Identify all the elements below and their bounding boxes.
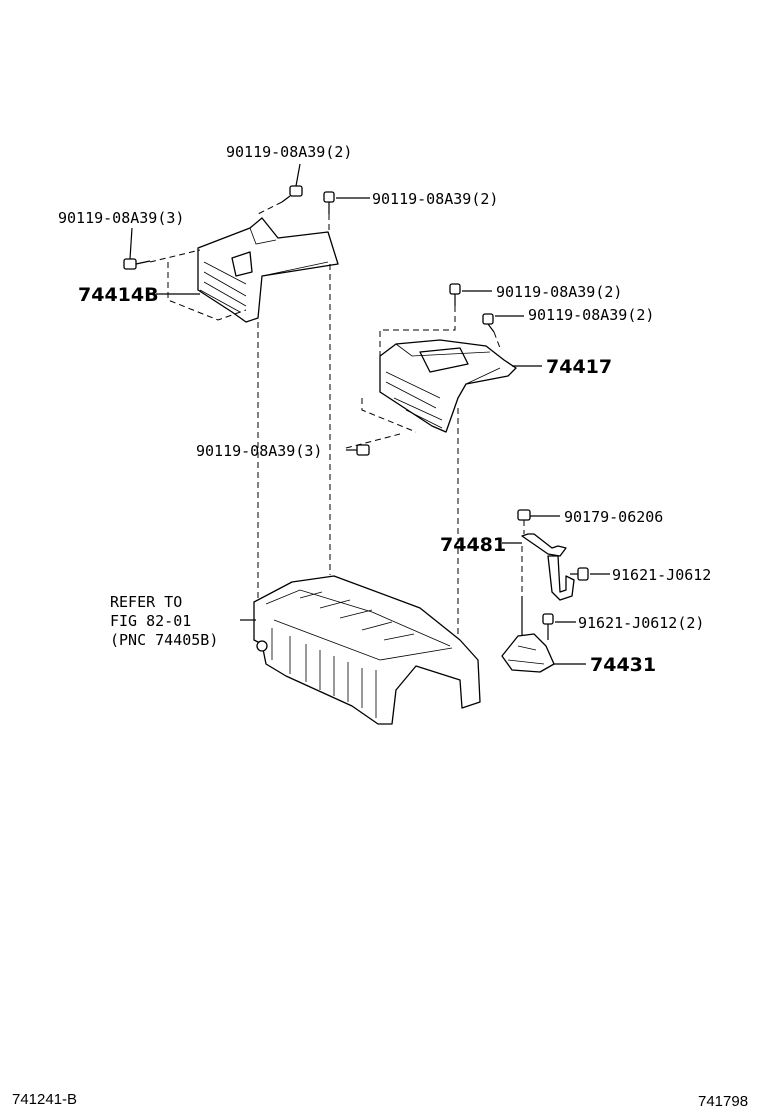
bolt-icon [570, 567, 589, 581]
bracket-74481[interactable] [521, 533, 575, 601]
callout-bolt-91621-double: 91621-J0612(2) [578, 614, 704, 632]
callout-bolt-91621-single: 91621-J0612 [612, 566, 711, 584]
bracket-74417[interactable] [379, 339, 517, 433]
nut-icon [517, 509, 531, 521]
callout-part-74431: 74431 [590, 654, 656, 676]
refer-line-3: (PNC 74405B) [110, 631, 218, 649]
callout-bolt-left: 90119-08A39(3) [58, 209, 184, 227]
bracket-74431[interactable] [501, 596, 555, 673]
callout-part-74414b: 74414B [78, 284, 159, 306]
callout-bolt-top-right: 90119-08A39(2) [372, 190, 498, 208]
callout-bolt-top-center: 90119-08A39(2) [226, 143, 352, 161]
callout-bolt-mid-upper: 90119-08A39(2) [496, 283, 622, 301]
bolt-icon [449, 283, 461, 306]
bolt-icon [281, 185, 303, 203]
tray-reference-74405b[interactable] [253, 575, 481, 725]
callout-part-74481: 74481 [440, 534, 506, 556]
bolt-icon [123, 258, 151, 270]
bracket-74414b[interactable] [197, 217, 339, 323]
bolt-icon [482, 313, 495, 333]
bolt-icon [323, 191, 335, 214]
callout-part-74417: 74417 [546, 356, 612, 378]
callout-bolt-mid-left: 90119-08A39(3) [196, 442, 322, 460]
refer-line-2: FIG 82-01 [110, 612, 191, 630]
footer-left-code: 741241-B [12, 1091, 77, 1108]
callout-bolt-mid-lower: 90119-08A39(2) [528, 306, 654, 324]
footer-right-code: 741798 [698, 1093, 748, 1110]
refer-line-1: REFER TO [110, 593, 182, 611]
leader-lines [129, 163, 610, 665]
bolt-icon [542, 613, 554, 640]
callout-nut-90179: 90179-06206 [564, 508, 663, 526]
bolt-icon [346, 444, 370, 456]
